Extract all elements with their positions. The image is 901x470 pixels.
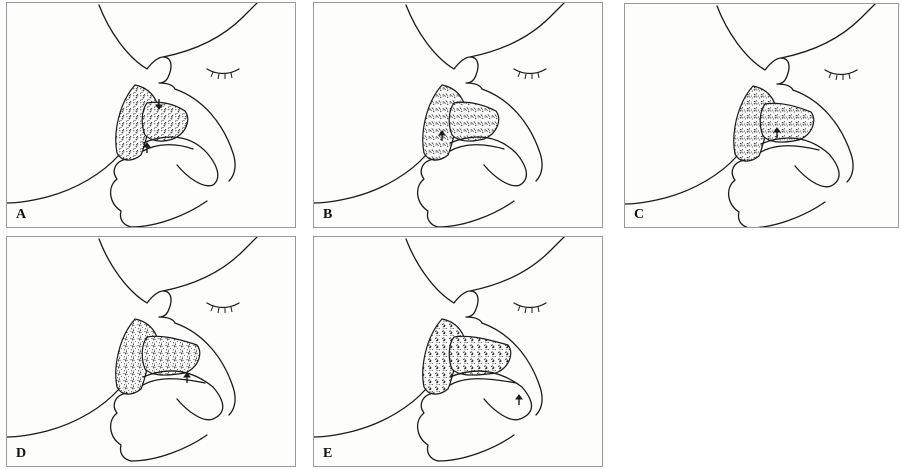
panel-b-label: B xyxy=(323,207,332,223)
panel-c-drawing xyxy=(625,4,898,227)
panel-d-arrow-1 xyxy=(184,373,190,383)
panel-e-art xyxy=(314,237,564,461)
panel-e-arrow-1 xyxy=(516,395,522,405)
panel-a-art xyxy=(7,3,257,227)
panel-d: D xyxy=(6,236,296,467)
panel-d-art xyxy=(7,237,257,461)
panel-b-drawing xyxy=(314,3,602,227)
panel-b-art xyxy=(314,3,564,227)
panel-c: C xyxy=(624,3,899,228)
panel-b: B xyxy=(313,2,603,228)
panel-c-art xyxy=(625,4,875,227)
panel-e: E xyxy=(313,236,603,467)
panel-d-label: D xyxy=(16,446,26,462)
panel-e-drawing xyxy=(314,237,602,466)
panel-a: A xyxy=(6,2,296,228)
panel-a-drawing xyxy=(7,3,295,227)
panel-e-label: E xyxy=(323,446,332,462)
panel-c-label: C xyxy=(634,207,644,223)
panel-d-drawing xyxy=(7,237,295,466)
panel-a-label: A xyxy=(16,207,26,223)
